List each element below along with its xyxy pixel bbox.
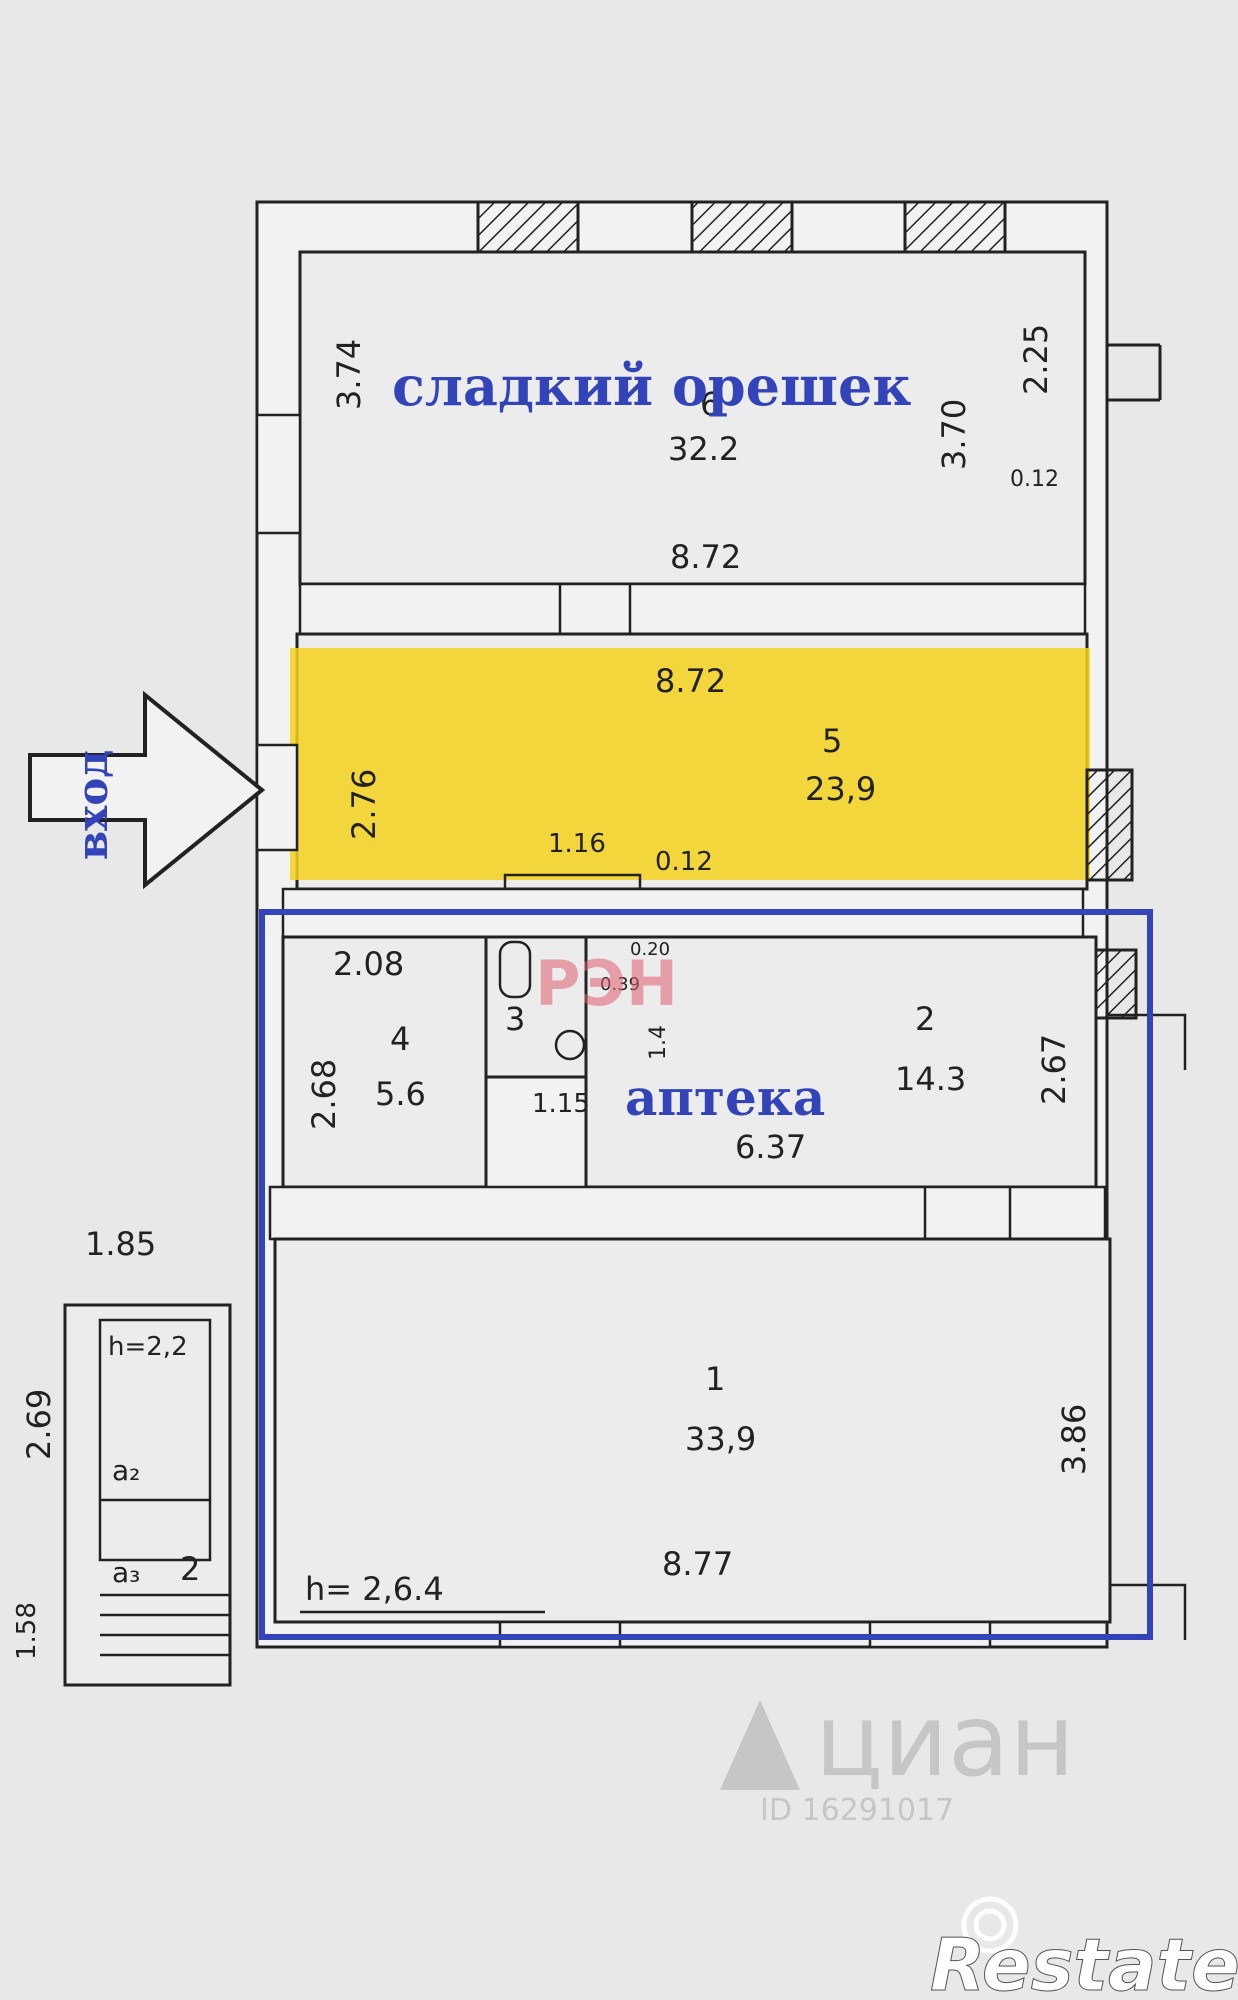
sink	[554, 1029, 586, 1061]
room-6	[298, 250, 1087, 586]
window-right-r1	[1110, 1583, 1187, 1640]
entrance-label: вход	[68, 750, 117, 860]
r2-width: 6.37	[735, 1128, 806, 1166]
opening-1-16	[503, 873, 642, 889]
porch-width: 1.85	[85, 1225, 156, 1263]
pharmacy-frame	[259, 909, 1153, 1640]
r5-height: 2.76	[345, 769, 383, 840]
tenant-label: сладкий орешек	[392, 354, 911, 418]
r1-height: 3.86	[1055, 1404, 1093, 1475]
r5-area: 23,9	[805, 770, 876, 808]
r5-opening: 1.16	[548, 829, 606, 859]
restate-logo: Restate	[930, 1896, 1238, 2000]
r1-area: 33,9	[685, 1420, 756, 1458]
r2-height: 2.67	[1035, 1034, 1073, 1105]
r4-area: 5.6	[375, 1075, 426, 1113]
porch-inner	[98, 1318, 212, 1562]
r5-width: 8.72	[655, 662, 726, 700]
entrance-opening	[255, 743, 299, 852]
r6-width: 8.72	[670, 538, 741, 576]
svg-text:циан: циан	[815, 1682, 1075, 1799]
wall-2-1	[268, 1185, 1107, 1241]
r5-num: 5	[822, 722, 842, 760]
porch-ceiling: h=2,2	[108, 1332, 188, 1362]
r6-area: 32.2	[668, 430, 739, 468]
entrance-arrow	[28, 690, 266, 890]
r4-num: 4	[390, 1020, 410, 1058]
r1-num: 1	[705, 1360, 725, 1398]
porch-num: 2	[180, 1550, 200, 1588]
r6-wall: 0.12	[1010, 467, 1059, 492]
r3-dim-a: 0.39	[600, 974, 640, 995]
chimney-r5	[1085, 768, 1134, 882]
porch-height: 2.69	[20, 1389, 58, 1460]
r3-dim-c: 0.20	[630, 939, 670, 960]
porch-a3: a₃	[112, 1556, 140, 1589]
chimney-2	[690, 200, 794, 254]
chimney-r2	[1094, 948, 1138, 1020]
porch-step: 1.58	[12, 1602, 42, 1660]
r5-wall: 0.12	[655, 847, 713, 877]
porch-a2: a₂	[112, 1454, 140, 1487]
r4-height: 2.68	[305, 1059, 343, 1130]
r6-h1: 3.74	[330, 339, 368, 410]
room-5-highlight	[290, 648, 1090, 880]
r3-num: 3	[505, 1000, 525, 1038]
svg-text:ID 16291017: ID 16291017	[760, 1793, 954, 1828]
room-1	[273, 1237, 1112, 1624]
room-3	[484, 935, 588, 1079]
r6-h2: 3.70	[935, 399, 973, 470]
room-2	[584, 935, 1098, 1189]
rsn-watermark: РЭН	[535, 947, 678, 1020]
svg-text:Restate: Restate	[930, 1923, 1238, 2000]
chimney-3	[903, 200, 1007, 254]
chimney-1	[476, 200, 580, 254]
r3-dim-d: 1.15	[532, 1089, 590, 1119]
r1-ceiling: h= 2,6.4	[305, 1570, 444, 1608]
window-left-r6	[255, 413, 302, 535]
r2-num: 2	[915, 1000, 935, 1038]
r2-area: 14.3	[895, 1060, 966, 1098]
window-right-r2	[1107, 1013, 1187, 1070]
pharmacy-label: аптека	[625, 1068, 825, 1127]
r6-num: 6	[700, 385, 720, 423]
r1-width: 8.77	[662, 1545, 733, 1583]
porch-stairs	[100, 1593, 230, 1657]
r6-side: 2.25	[1017, 324, 1055, 395]
wall-6-5	[298, 582, 1087, 636]
toilet	[498, 940, 532, 999]
r3-dim-b: 1.4	[646, 1025, 671, 1060]
cian-watermark: циан ID 16291017	[720, 1682, 1075, 1828]
r4-width: 2.08	[333, 945, 404, 983]
